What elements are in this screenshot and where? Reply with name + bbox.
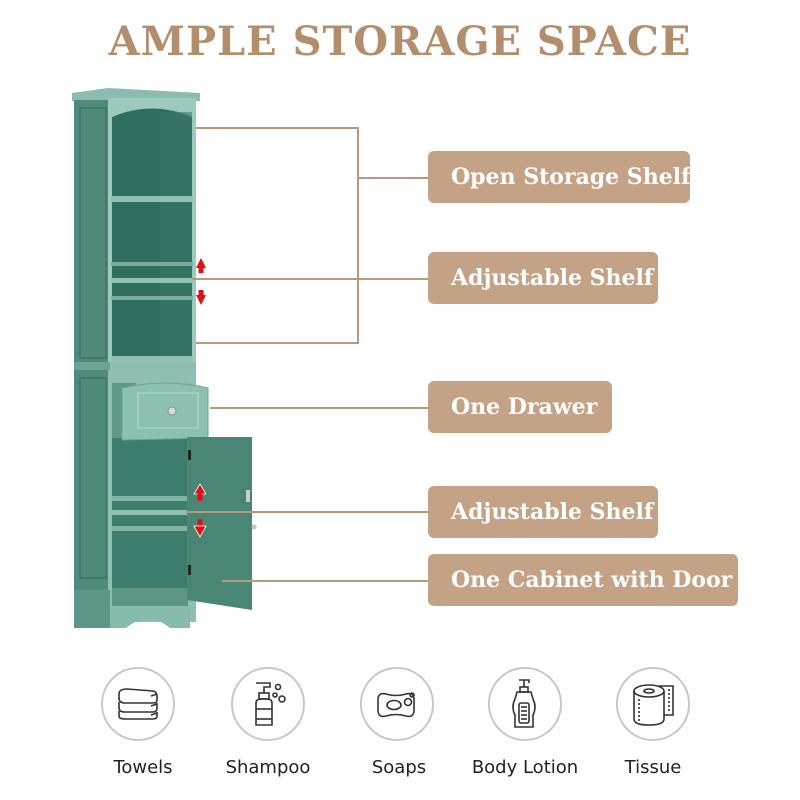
body-lotion-icon bbox=[488, 667, 562, 741]
connector-line bbox=[357, 127, 359, 344]
connector-line bbox=[358, 177, 428, 179]
soap-icon bbox=[360, 667, 434, 741]
use-label: Shampoo bbox=[225, 757, 311, 778]
use-label: Tissue bbox=[624, 757, 682, 778]
towels-icon bbox=[101, 667, 175, 741]
connector-line bbox=[192, 278, 428, 280]
use-label: Towels bbox=[113, 757, 173, 778]
connector-line bbox=[222, 580, 428, 582]
use-label: Body Lotion bbox=[471, 757, 579, 778]
connector-line bbox=[196, 127, 358, 129]
feature-label-one-drawer: One Drawer bbox=[428, 381, 612, 433]
tall-cabinet-image bbox=[72, 88, 257, 628]
use-label: Soaps bbox=[371, 757, 427, 778]
feature-label-adjustable-shelf-upper: Adjustable Shelf bbox=[428, 252, 658, 304]
feature-label-adjustable-shelf-lower: Adjustable Shelf bbox=[428, 486, 658, 538]
connector-line bbox=[185, 511, 428, 513]
shampoo-icon bbox=[231, 667, 305, 741]
connector-line bbox=[196, 342, 358, 344]
tissue-icon bbox=[616, 667, 690, 741]
connector-line bbox=[210, 407, 428, 409]
feature-label-one-cabinet-with-door: One Cabinet with Door bbox=[428, 554, 738, 606]
page-title: AMPLE STORAGE SPACE bbox=[108, 18, 692, 65]
feature-label-open-storage-shelf: Open Storage Shelf bbox=[428, 151, 691, 203]
